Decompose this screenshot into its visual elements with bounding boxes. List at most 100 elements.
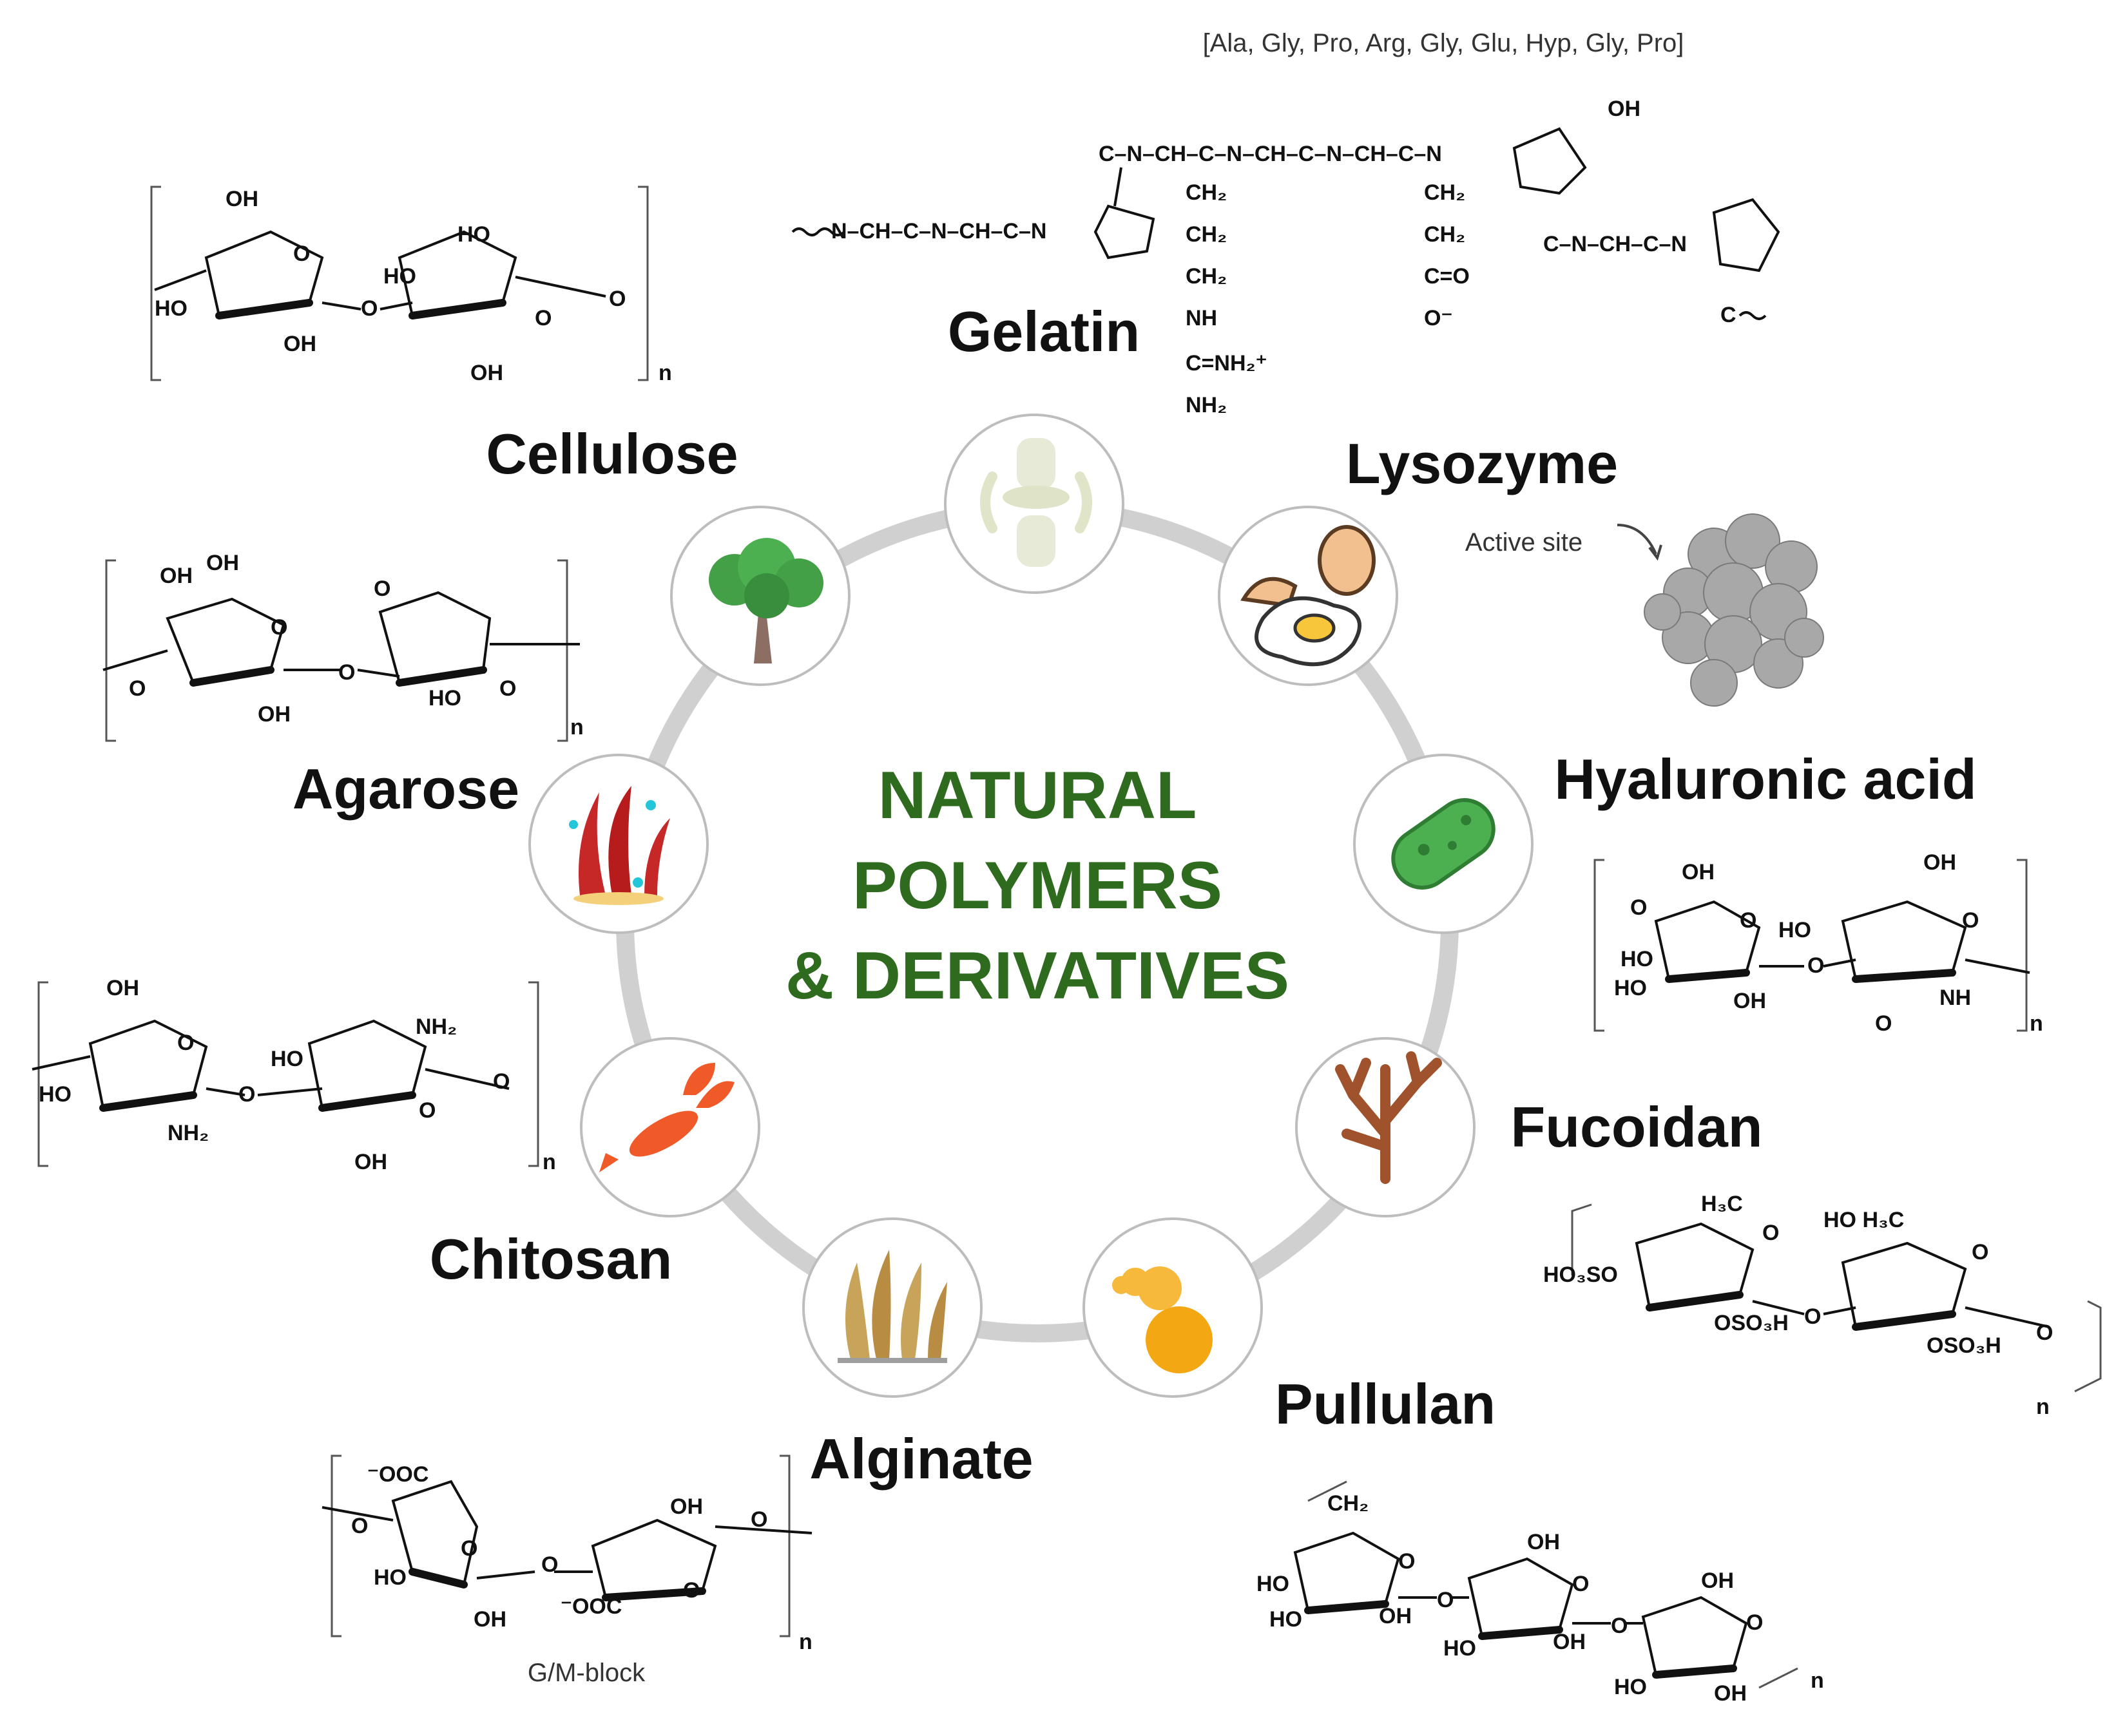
svg-text:O: O <box>1746 1610 1763 1635</box>
gelatin-structure: N–CH–C–N–CH–C–N C–N–CH–C–N–CH–C–N–CH–C–N… <box>791 97 1780 417</box>
svg-text:HO: HO <box>1621 947 1653 971</box>
svg-text:O: O <box>238 1082 255 1107</box>
svg-text:HO H₃C: HO H₃C <box>1823 1208 1904 1232</box>
svg-text:OH: OH <box>258 702 291 727</box>
svg-text:OH: OH <box>474 1607 506 1632</box>
svg-text:O: O <box>1398 1549 1415 1574</box>
svg-text:O: O <box>1611 1614 1628 1638</box>
svg-text:OH: OH <box>1379 1604 1412 1628</box>
svg-text:NH: NH <box>1186 306 1217 330</box>
label-gelatin: Gelatin <box>948 300 1140 363</box>
brown-seaweed-icon <box>1295 1037 1476 1217</box>
svg-text:NH₂: NH₂ <box>168 1121 209 1145</box>
svg-text:O: O <box>493 1069 510 1094</box>
label-cellulose: Cellulose <box>486 422 738 486</box>
active-site-label: Active site <box>1465 528 1582 557</box>
svg-text:O: O <box>1630 895 1647 920</box>
bacterium-icon <box>1353 754 1534 934</box>
svg-text:NH₂: NH₂ <box>416 1015 457 1039</box>
svg-text:C–N–CH–C–N–CH–C–N–CH–C–N: C–N–CH–C–N–CH–C–N–CH–C–N <box>1099 142 1442 166</box>
label-chitosan: Chitosan <box>430 1227 672 1291</box>
svg-text:C–N–CH–C–N: C–N–CH–C–N <box>1543 232 1687 256</box>
svg-text:HO: HO <box>155 296 188 321</box>
svg-text:O: O <box>1572 1572 1589 1596</box>
svg-text:CH₂: CH₂ <box>1186 222 1227 247</box>
svg-text:HO: HO <box>1256 1572 1289 1596</box>
svg-text:O: O <box>609 287 626 311</box>
fucoidan-structure: n H₃C O HO₃SO OSO₃H O HO H₃C O OSO₃H O <box>1543 1192 2102 1419</box>
svg-text:n: n <box>2036 1395 2050 1419</box>
svg-text:O: O <box>271 615 287 640</box>
svg-text:OH: OH <box>1527 1530 1560 1554</box>
svg-text:HO: HO <box>1269 1607 1302 1632</box>
yeast-icon <box>1082 1217 1263 1398</box>
svg-text:O: O <box>751 1507 767 1532</box>
svg-text:HO: HO <box>457 222 490 247</box>
svg-text:OH: OH <box>354 1150 387 1174</box>
svg-text:O⁻: O⁻ <box>1424 306 1452 330</box>
svg-text:O: O <box>1875 1011 1892 1036</box>
svg-text:O: O <box>683 1578 700 1603</box>
svg-text:CH₂: CH₂ <box>1424 222 1465 247</box>
svg-text:n: n <box>1811 1668 1824 1693</box>
svg-text:O: O <box>1740 908 1756 933</box>
alginate-block-label: G/M-block <box>528 1659 646 1687</box>
svg-text:O: O <box>499 676 516 701</box>
svg-text:n: n <box>799 1630 813 1654</box>
kelp-icon <box>802 1217 983 1398</box>
svg-text:HO: HO <box>39 1082 72 1107</box>
svg-text:n: n <box>2030 1011 2043 1036</box>
svg-text:O: O <box>2036 1321 2053 1345</box>
svg-text:OH: OH <box>1701 1569 1734 1593</box>
svg-text:OH: OH <box>1608 97 1640 121</box>
svg-text:HO: HO <box>1614 1675 1647 1699</box>
svg-text:OH: OH <box>284 332 316 356</box>
center-title-line-3: & DERIVATIVES <box>785 939 1289 1013</box>
svg-text:OH: OH <box>670 1494 703 1519</box>
egg-icon <box>1218 506 1398 686</box>
svg-text:O: O <box>1972 1240 1988 1264</box>
svg-text:O: O <box>1437 1588 1454 1612</box>
svg-text:CH₂: CH₂ <box>1424 180 1465 205</box>
joint-bone-icon <box>944 414 1124 594</box>
svg-text:C=NH₂⁺: C=NH₂⁺ <box>1186 351 1267 376</box>
svg-text:O: O <box>1804 1304 1821 1329</box>
svg-text:H₃C: H₃C <box>1701 1192 1743 1216</box>
svg-text:C: C <box>1720 303 1736 327</box>
svg-text:O: O <box>1807 953 1824 978</box>
svg-text:⁻OOC: ⁻OOC <box>561 1594 622 1619</box>
svg-text:O: O <box>419 1098 436 1123</box>
svg-text:O: O <box>1762 1221 1779 1245</box>
svg-text:OH: OH <box>1714 1681 1747 1706</box>
svg-text:OSO₃H: OSO₃H <box>1714 1311 1789 1335</box>
svg-text:O: O <box>338 660 355 685</box>
hyaluronic-acid-structure: n OH O O HO HO OH O OH HO O NH O <box>1593 850 2043 1036</box>
svg-text:OH: OH <box>226 187 258 211</box>
svg-text:HO: HO <box>428 686 461 711</box>
center-title: NATURAL POLYMERS & DERIVATIVES <box>785 758 1289 1013</box>
svg-text:HO: HO <box>374 1565 407 1590</box>
svg-text:n: n <box>570 715 584 739</box>
label-pullulan: Pullulan <box>1275 1372 1496 1436</box>
svg-text:OH: OH <box>106 976 139 1000</box>
svg-text:O: O <box>177 1031 194 1055</box>
lysozyme-protein-structure <box>1644 513 1824 707</box>
svg-text:HO: HO <box>271 1047 303 1071</box>
svg-text:CH₂: CH₂ <box>1186 180 1227 205</box>
svg-text:OH: OH <box>1553 1630 1586 1654</box>
svg-text:NH₂: NH₂ <box>1186 393 1227 417</box>
svg-text:O: O <box>461 1536 477 1561</box>
svg-text:HO: HO <box>383 264 416 289</box>
svg-text:⁻OOC: ⁻OOC <box>367 1462 428 1487</box>
agarose-structure: n OH OH O O OH O O HO O <box>102 551 584 742</box>
label-hyaluronic-acid: Hyaluronic acid <box>1554 747 1976 811</box>
svg-text:CH₂: CH₂ <box>1327 1491 1369 1516</box>
svg-text:OSO₃H: OSO₃H <box>1927 1333 2001 1358</box>
svg-text:OH: OH <box>1923 850 1956 875</box>
active-site-arrow <box>1617 524 1657 555</box>
svg-text:C=O: C=O <box>1424 264 1470 289</box>
svg-text:n: n <box>659 361 672 385</box>
svg-text:OH: OH <box>160 564 193 588</box>
svg-text:CH₂: CH₂ <box>1186 264 1227 289</box>
